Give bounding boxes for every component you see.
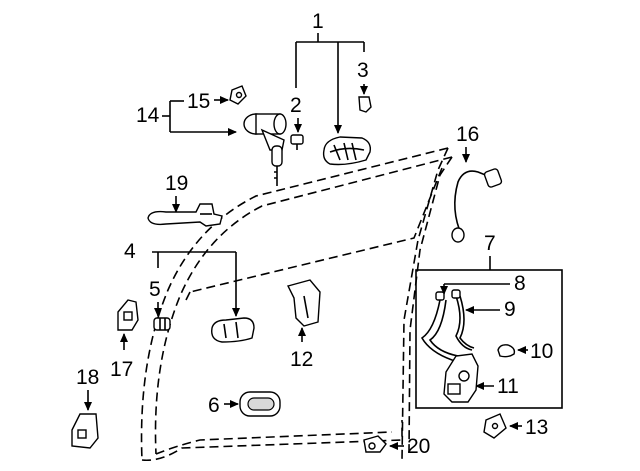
- callout-6: 6: [208, 394, 220, 417]
- lock-rod-part-16: [451, 168, 503, 243]
- callout-2: 2: [290, 94, 302, 117]
- callout-19: 19: [165, 172, 188, 195]
- callout-20: 20: [407, 435, 430, 458]
- callout-17: 17: [110, 358, 133, 381]
- callout-4: 4: [124, 240, 136, 263]
- handle-bezel-part-6: [239, 391, 281, 417]
- inside-handle-part-4: [211, 317, 255, 343]
- callout-8: 8: [514, 272, 526, 295]
- clip-part-3: [358, 96, 372, 113]
- striker-part-13: [483, 413, 507, 439]
- callout-5: 5: [149, 278, 161, 301]
- callout-15: 15: [187, 90, 210, 113]
- callout-14: 14: [136, 104, 160, 127]
- hinge-part-18: [71, 413, 99, 449]
- callout-7: 7: [484, 232, 496, 255]
- door-shell-outline: [140, 147, 453, 462]
- callout-18: 18: [76, 366, 99, 389]
- screw-part-5: [153, 317, 171, 331]
- callout-9: 9: [504, 298, 516, 321]
- control-link-part-19: [147, 203, 223, 227]
- outside-handle-part-1: [322, 136, 372, 166]
- clip-part-10: [497, 344, 516, 358]
- callout-16: 16: [456, 123, 479, 146]
- callout-10: 10: [530, 340, 553, 363]
- callout-3: 3: [357, 59, 369, 82]
- callout-12: 12: [290, 348, 313, 371]
- lock-cylinder-part-14: [243, 113, 287, 186]
- bumper-part-20: [363, 435, 387, 453]
- callout-11: 11: [497, 375, 519, 398]
- lock-striker-part-17: [117, 299, 139, 331]
- callout-13: 13: [525, 416, 548, 439]
- callout-1: 1: [312, 10, 324, 33]
- lock-retainer-part-15: [229, 85, 247, 105]
- bracket-part-12: [286, 279, 321, 327]
- callout-1-group: 1: [295, 10, 365, 134]
- door-lock-actuator-part-11: [443, 353, 479, 403]
- screw-part-2: [290, 134, 304, 150]
- latch-rods-part-8-9: [420, 289, 475, 363]
- latch-assembly-box: [415, 269, 563, 409]
